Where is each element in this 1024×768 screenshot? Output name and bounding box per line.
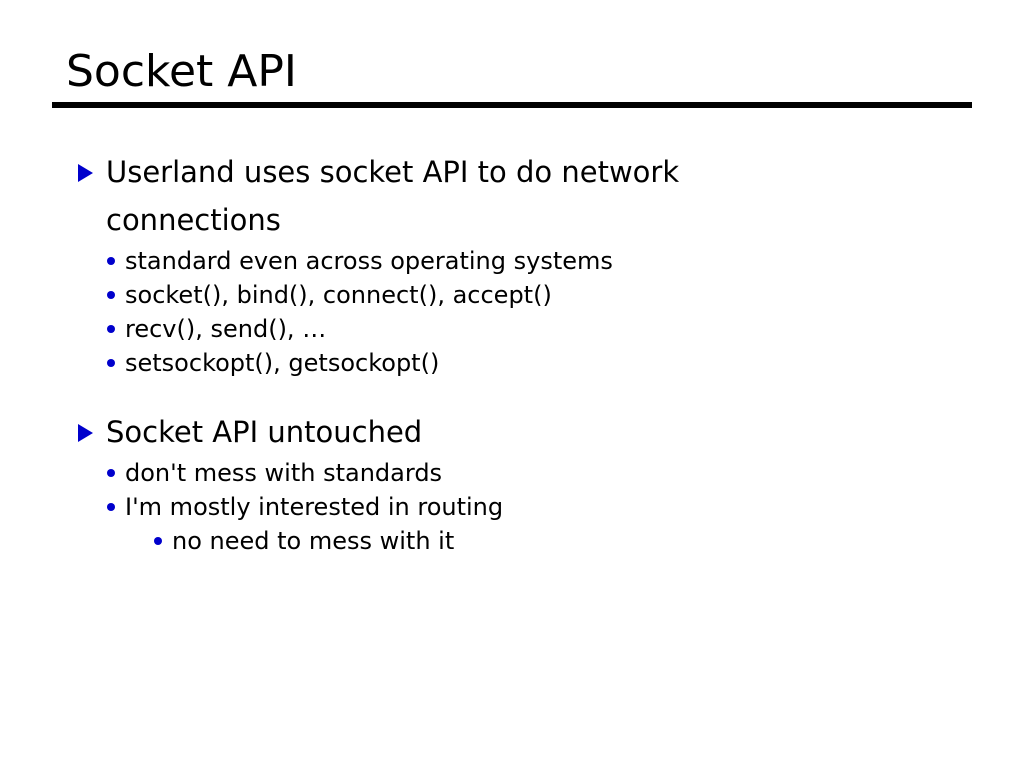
bullet-level2-label: don't mess with standards xyxy=(125,459,443,487)
bullet-level2-label: socket(), bind(), connect(), accept() xyxy=(125,281,552,309)
bullet-level1-label: Socket API untouched xyxy=(106,415,423,449)
bullet-level2-recv-send: recv(), send(), … xyxy=(52,312,982,346)
slide-title-block: Socket API xyxy=(52,44,972,108)
slide-body: Userland uses socket API to do network c… xyxy=(52,148,982,558)
bullet-level3-label: no need to mess with it xyxy=(172,527,455,555)
dot-marker-icon xyxy=(154,537,162,545)
bullet-level3-no-need: no need to mess with it xyxy=(52,524,982,558)
triangle-marker-icon xyxy=(78,424,93,442)
bullet-level1-label: Userland uses socket API to do network c… xyxy=(106,155,680,237)
bullet-level2-label: recv(), send(), … xyxy=(125,315,327,343)
bullet-level2-standard: standard even across operating systems xyxy=(52,244,982,278)
bullet-level2-label: I'm mostly interested in routing xyxy=(125,493,504,521)
bullet-level2-sockopt: setsockopt(), getsockopt() xyxy=(52,346,982,380)
bullet-level1-untouched: Socket API untouched xyxy=(52,408,806,456)
dot-marker-icon xyxy=(107,359,115,367)
dot-marker-icon xyxy=(107,503,115,511)
bullet-level2-routing: I'm mostly interested in routing xyxy=(52,490,982,524)
bullet-section-1: Userland uses socket API to do network c… xyxy=(52,148,982,380)
section-spacer xyxy=(52,380,982,408)
bullet-level2-label: setsockopt(), getsockopt() xyxy=(125,349,440,377)
bullet-section-2: Socket API untouched don't mess with sta… xyxy=(52,408,982,558)
title-underline-rule xyxy=(52,102,972,108)
page-title: Socket API xyxy=(66,46,297,97)
bullet-level2-label: standard even across operating systems xyxy=(125,247,613,275)
bullet-level2-socket-calls: socket(), bind(), connect(), accept() xyxy=(52,278,982,312)
triangle-marker-icon xyxy=(78,164,93,182)
dot-marker-icon xyxy=(107,469,115,477)
dot-marker-icon xyxy=(107,291,115,299)
bullet-level1-userland: Userland uses socket API to do network c… xyxy=(52,148,806,244)
dot-marker-icon xyxy=(107,257,115,265)
bullet-level2-dont-mess: don't mess with standards xyxy=(52,456,982,490)
dot-marker-icon xyxy=(107,325,115,333)
